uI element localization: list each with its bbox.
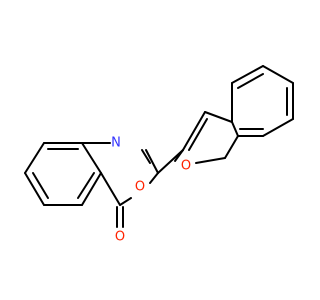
bond: [119, 197, 132, 206]
structure-canvas: N O O O: [24, 65, 294, 245]
bond: [100, 172, 121, 206]
bond: [24, 172, 45, 206]
bond-double-inner: [32, 172, 49, 199]
bond: [24, 142, 45, 174]
nitrogen-label: N: [111, 136, 121, 151]
bond: [81, 142, 102, 174]
molecule-structure: N O O O: [24, 65, 294, 245]
bond: [174, 149, 184, 162]
bond-double-inner: [188, 118, 208, 151]
atom-labels: N O O O: [111, 136, 191, 245]
bonds: [24, 65, 294, 228]
bond: [224, 135, 239, 159]
bond: [195, 157, 226, 164]
furan-oxygen-label: O: [181, 159, 191, 174]
bond: [231, 65, 264, 84]
bond-double-inner: [77, 172, 95, 199]
bond: [262, 65, 294, 84]
bond: [204, 111, 233, 123]
ring-oxygen-label: O: [135, 180, 145, 195]
bond-double-inner: [237, 73, 264, 89]
carbonyl-oxygen-label: O: [115, 230, 125, 245]
bond-double-inner: [141, 149, 151, 164]
bond: [149, 172, 159, 184]
bond: [262, 118, 294, 137]
bond: [182, 111, 206, 151]
bond: [81, 172, 102, 206]
bond: [145, 149, 159, 174]
bond: [231, 121, 239, 137]
bond: [157, 149, 184, 174]
